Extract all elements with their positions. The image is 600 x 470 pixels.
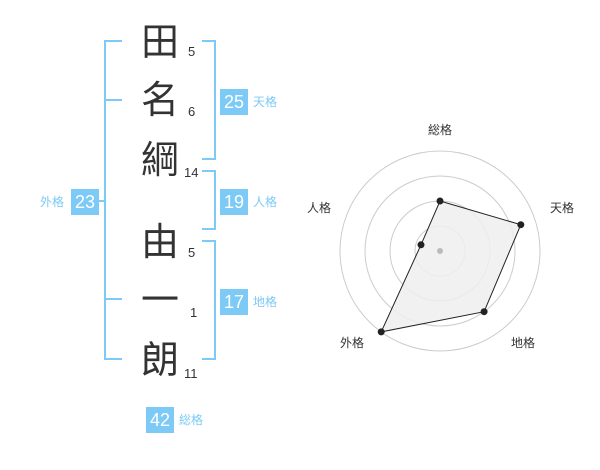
stroke-count-6: 11 [184, 366, 198, 381]
radar-axis-label-jinkaku: 人格 [307, 201, 332, 215]
tenkaku-bracket [202, 40, 216, 160]
radar-grid-ring-3 [364, 175, 516, 327]
stroke-count-2: 6 [188, 104, 196, 119]
radar-point-3 [480, 308, 488, 316]
name-char-1: 田 [140, 20, 179, 64]
jinkaku-label: 人格 [253, 195, 278, 209]
radar-axis-label-soukaku: 総格 [428, 123, 453, 137]
jinkaku-value: 19 [220, 189, 248, 215]
radar-point-5 [417, 241, 425, 249]
stroke-count-1: 5 [188, 44, 196, 59]
name-char-3: 綱 [140, 138, 179, 182]
stroke-count-4: 5 [188, 245, 196, 260]
radar-center-dot [437, 248, 443, 254]
gaikaku-bracket-tick-upper [104, 99, 122, 101]
radar-point-2 [517, 221, 525, 229]
name-char-4: 由 [140, 220, 179, 264]
chikaku-bracket [202, 240, 216, 360]
gaikaku-bracket-connector [98, 200, 106, 202]
stroke-count-3: 14 [184, 165, 199, 180]
radar-axis-label-gaikaku: 外格 [340, 336, 365, 350]
gaikaku-bracket-tick-lower [104, 298, 122, 300]
radar-point-4 [377, 328, 385, 336]
stroke-count-5: 1 [190, 305, 198, 320]
gaikaku-value: 23 [71, 189, 99, 215]
name-char-6: 朗 [140, 338, 179, 382]
radar-point-1 [436, 197, 444, 205]
soukaku-label: 総格 [179, 413, 204, 427]
radar-grid-ring-4 [339, 150, 541, 352]
chikaku-value: 17 [220, 289, 248, 315]
radar-series-polygon [380, 200, 522, 333]
soukaku-value: 42 [146, 407, 174, 433]
chikaku-label: 地格 [253, 295, 278, 309]
gaikaku-label: 外格 [40, 195, 65, 209]
name-char-2: 名 [140, 78, 179, 122]
name-char-5: 一 [140, 278, 179, 322]
tenkaku-label: 天格 [253, 95, 278, 109]
radar-axis-label-chikaku: 地格 [511, 336, 536, 350]
radar-axis-label-tenkaku: 天格 [550, 201, 575, 215]
jinkaku-bracket [202, 170, 216, 230]
tenkaku-value: 25 [220, 89, 248, 115]
